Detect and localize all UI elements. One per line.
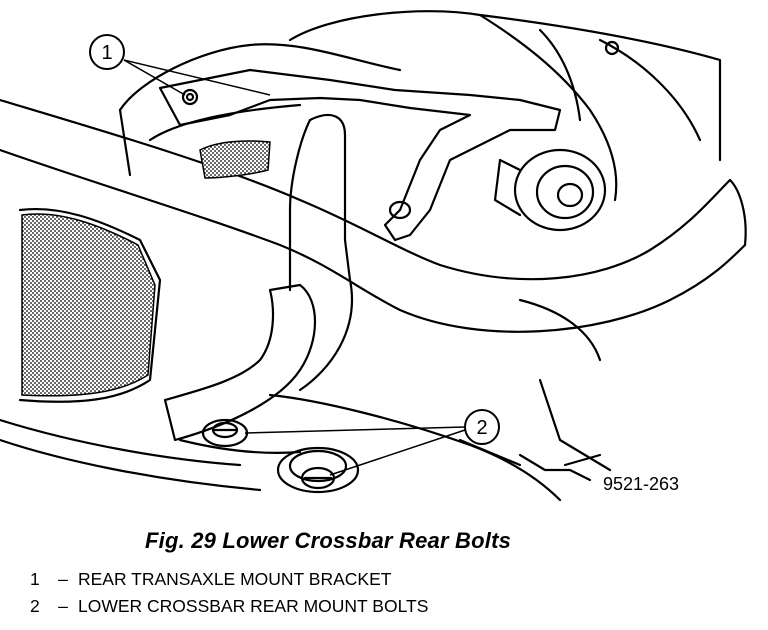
- legend-dash: –: [58, 596, 68, 616]
- figure-caption: Fig. 29 Lower Crossbar Rear Bolts: [145, 528, 512, 553]
- legend-item-1-number: 1: [30, 569, 40, 589]
- legend-item-1: 1–REAR TRANSAXLE MOUNT BRACKET: [30, 569, 391, 590]
- callout-2: 2: [244, 409, 500, 476]
- lower-crossbar-bolt-rear: [276, 446, 360, 494]
- legend-item-2-text: LOWER CROSSBAR REAR MOUNT BOLTS: [78, 596, 429, 616]
- legend-item-2: 2–LOWER CROSSBAR REAR MOUNT BOLTS: [30, 596, 428, 617]
- legend-item-2-number: 2: [30, 596, 40, 616]
- lower-crossbar: [0, 98, 732, 281]
- figure-id: 9521-263: [603, 474, 679, 494]
- shaded-panel-left: [21, 213, 156, 397]
- legend-dash: –: [58, 569, 68, 589]
- mount-bushing: [493, 148, 607, 232]
- rear-transaxle-mount-bracket: [158, 68, 562, 242]
- lower-crossbar-bolt-front: [201, 418, 249, 448]
- bracket-bolt-hole: [181, 88, 199, 106]
- callout-1-number: 1: [101, 42, 112, 64]
- shaded-panel-upper: [199, 140, 271, 179]
- callout-1: 1: [89, 34, 271, 96]
- callout-2-number: 2: [476, 417, 487, 439]
- transaxle-housing: [288, 10, 722, 162]
- crossbar-clamp-strap: [163, 283, 316, 442]
- legend-item-1-text: REAR TRANSAXLE MOUNT BRACKET: [78, 569, 392, 589]
- lower-crossbar-diagram: 1 2 9521-263: [0, 10, 747, 502]
